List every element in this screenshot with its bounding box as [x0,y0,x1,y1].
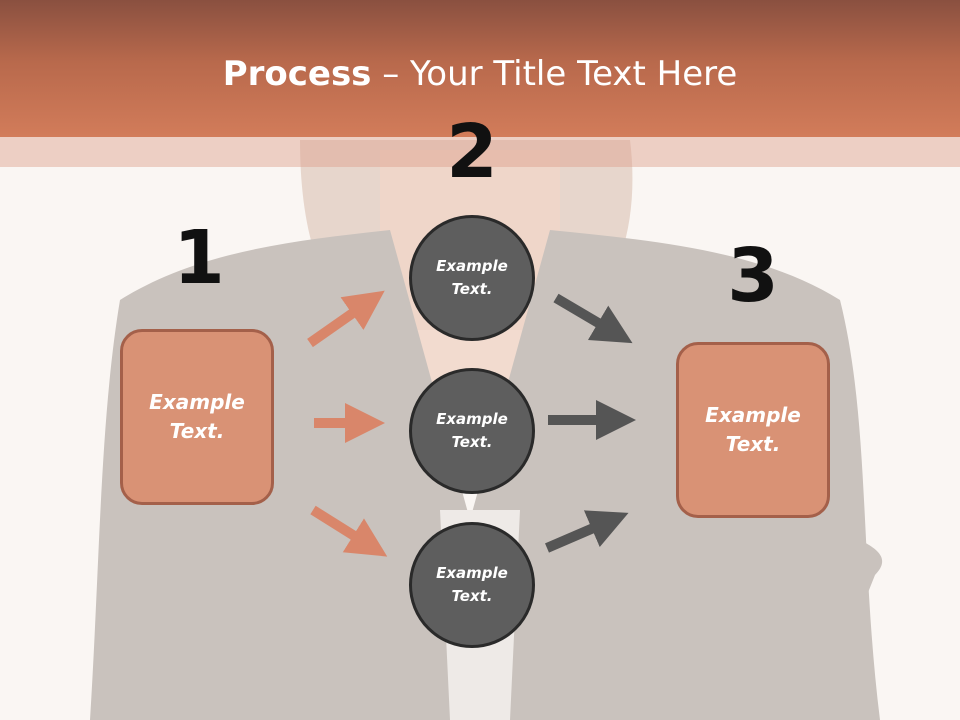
step-1-box: Example Text. [120,329,274,505]
step-3-box: Example Text. [676,342,830,518]
step-number-3: 3 [727,233,779,319]
node-bottom-text: Example Text. [436,564,508,605]
arrow-bottom-to-3 [545,510,629,553]
step-2-node-bottom: Example Text. [409,522,535,648]
slide-title-rest: – Your Title Text Here [371,54,738,94]
arrow-1-to-bottom [310,505,388,557]
step-2-node-top: Example Text. [409,215,535,341]
step-3-text: Example Text. [705,403,801,456]
arrow-1-to-top [307,290,385,348]
node-middle-text: Example Text. [436,410,508,451]
node-top-text: Example Text. [436,257,508,298]
title-bar-band [0,137,960,167]
slide-title-bold: Process [222,54,372,94]
arrow-top-to-3 [553,293,633,344]
step-2-node-middle: Example Text. [409,368,535,494]
step-number-2: 2 [446,109,498,195]
slide-title: Process – Your Title Text Here [0,52,960,96]
step-number-1: 1 [173,215,225,301]
step-1-text: Example Text. [149,390,245,443]
title-bar [0,0,960,137]
